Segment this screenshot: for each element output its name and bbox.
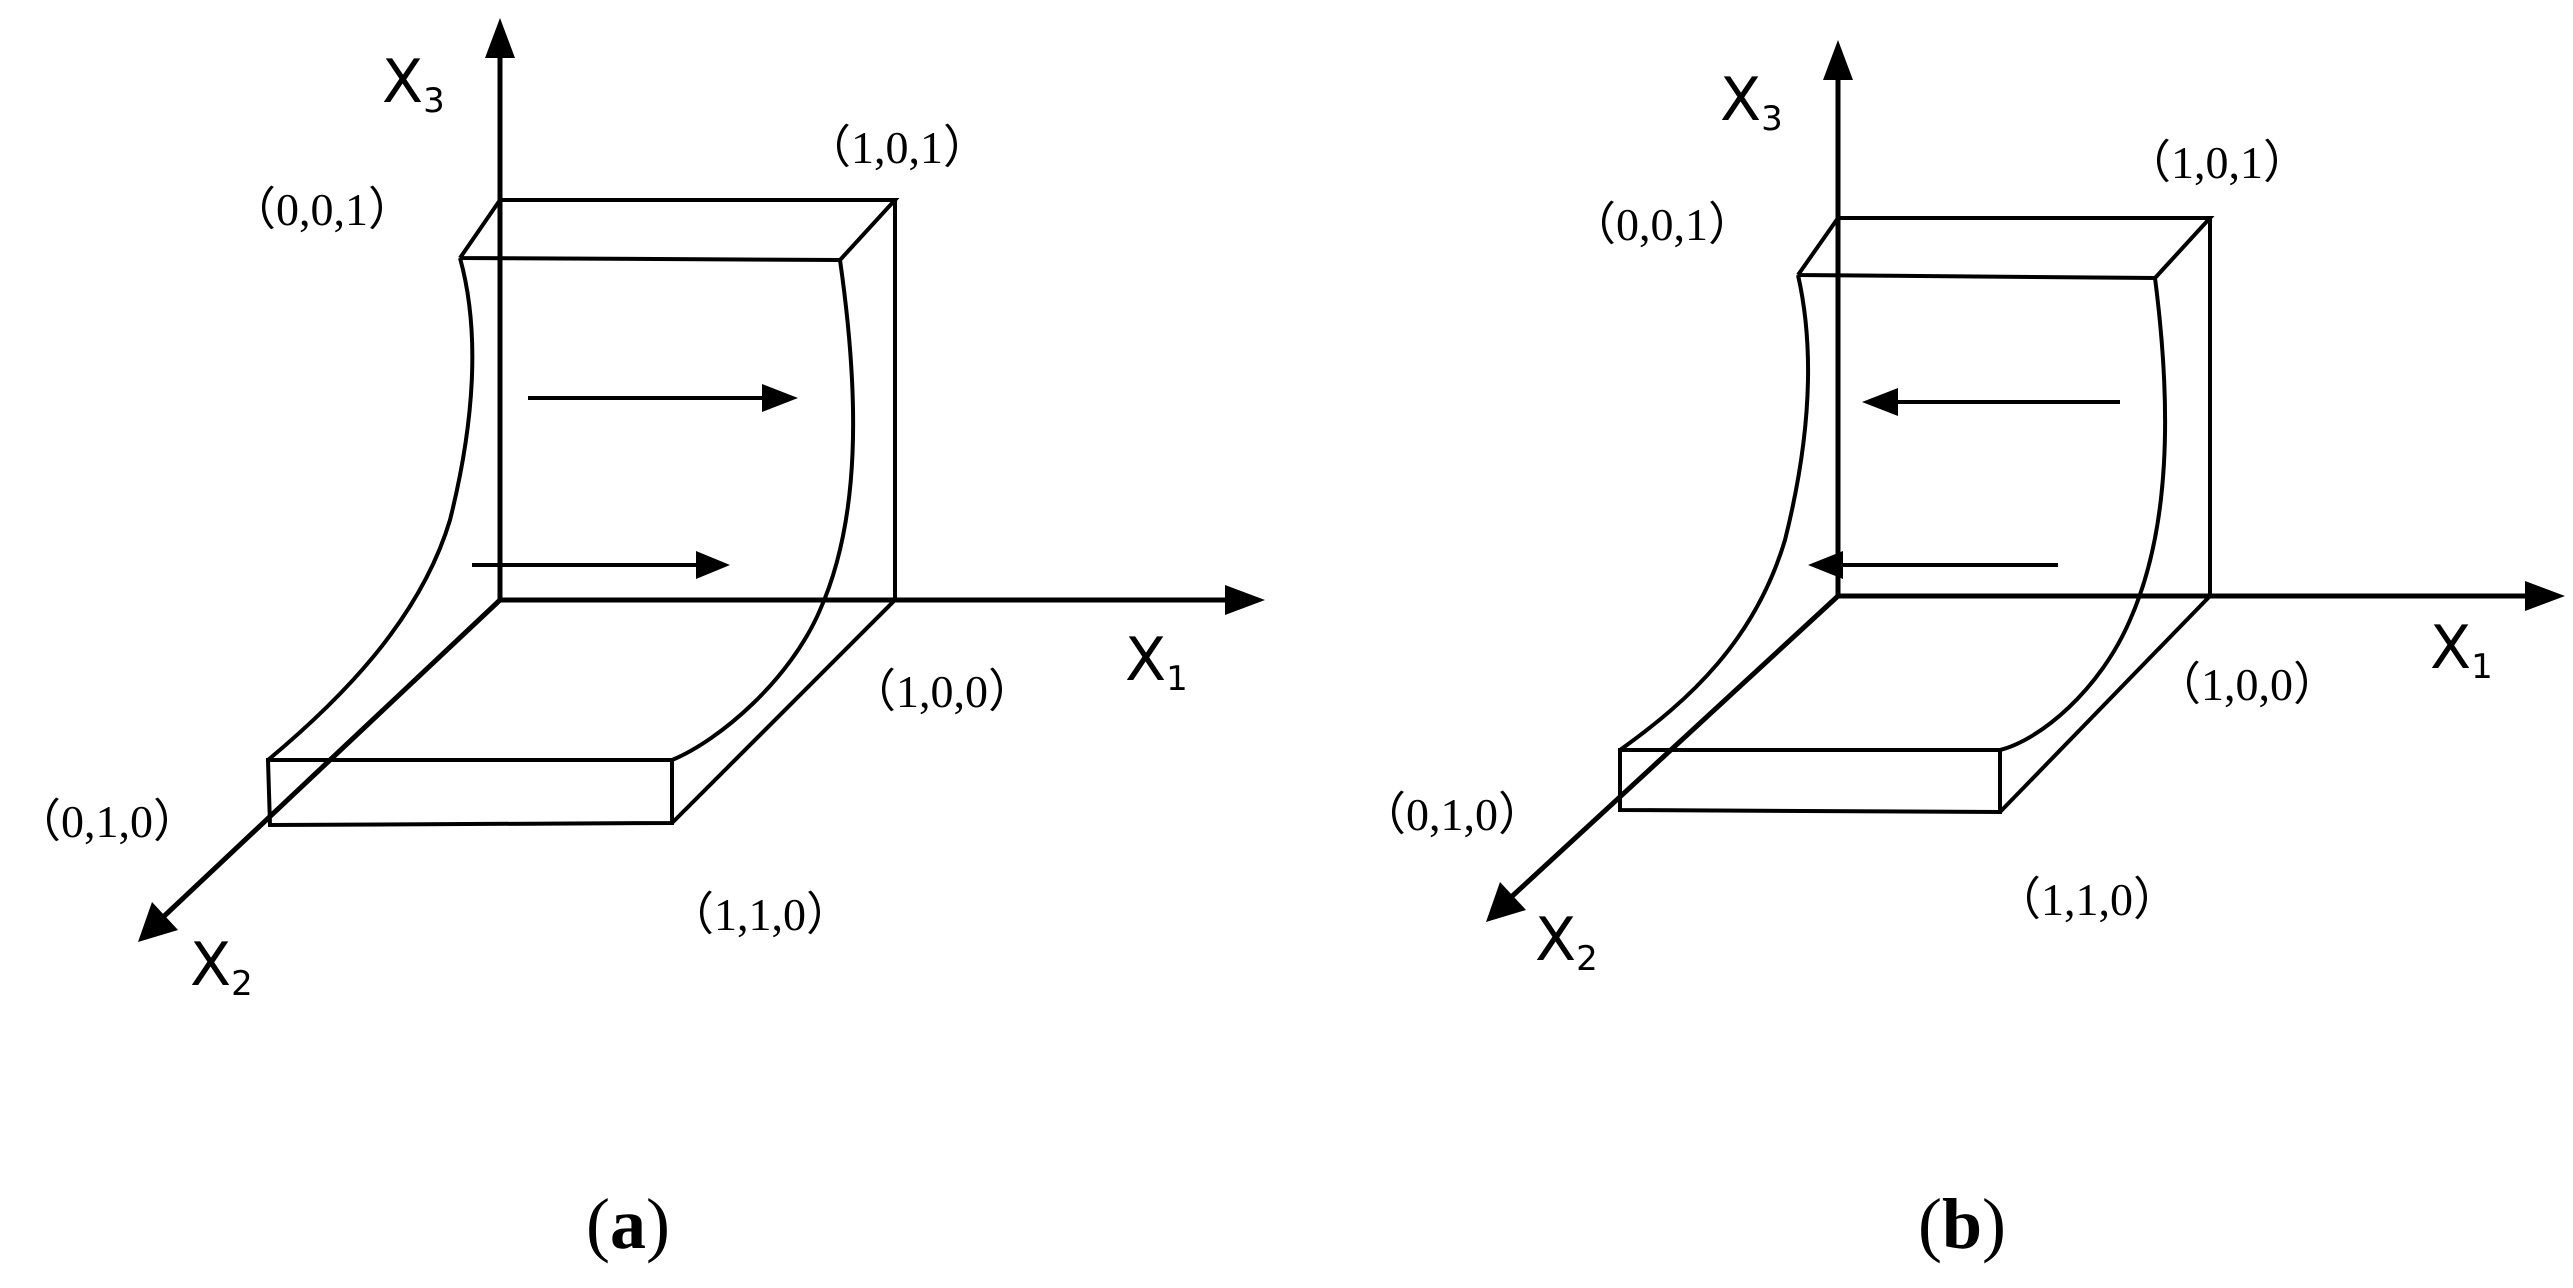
vertex-label-100: （1,0,0） <box>2155 659 2339 710</box>
vertex-label-100: （1,0,0） <box>850 666 1034 717</box>
top-face-edges <box>458 198 900 263</box>
caption-b: (b) <box>1918 1184 2006 1264</box>
top-face-edges <box>1796 216 2215 281</box>
x2-axis-arrowhead <box>1486 882 1526 922</box>
x1-axis-label: X1 <box>1125 625 1188 699</box>
vertex-label-010: （0,1,0） <box>15 796 199 847</box>
panel-b: X3 X1 X2 （0,0,1） （1,0,1） （1,0,0） （0,1,0）… <box>1360 40 2565 1264</box>
slab-front-face <box>265 758 674 828</box>
x2-axis-arrowhead <box>138 902 178 942</box>
vertex-label-010: （0,1,0） <box>1360 789 1544 840</box>
x1-axis-label: X1 <box>2430 613 2493 687</box>
caption-a: (a) <box>586 1184 670 1264</box>
flow-arrow-upper-head <box>1862 388 1898 416</box>
front-right-curve <box>1999 277 2168 752</box>
axes-a <box>138 18 1265 942</box>
flow-arrows-b <box>1808 388 2120 579</box>
front-left-curve <box>266 257 475 762</box>
slab-front-face <box>1618 748 2002 815</box>
axes-b <box>1486 40 2565 922</box>
vertex-label-101: （1,0,1） <box>2125 137 2309 188</box>
slab-back-edge <box>1998 594 2212 814</box>
x2-axis-label: X2 <box>1535 905 1598 979</box>
x3-axis-label: X3 <box>382 47 445 121</box>
vertex-label-110: （1,1,0） <box>668 889 852 940</box>
vertex-label-001: （0,0,1） <box>230 184 414 235</box>
x2-axis-label: X2 <box>190 930 253 1004</box>
block-a <box>265 198 900 828</box>
block-b <box>1618 216 2215 815</box>
front-right-curve <box>671 259 856 762</box>
vertex-label-101: （1,0,1） <box>805 122 989 173</box>
flow-arrow-upper-head <box>762 384 798 412</box>
flow-arrow-lower-head <box>696 551 730 579</box>
panel-a: X3 X1 X2 （0,0,1） （1,0,1） （1,0,0） （0,1,0）… <box>15 18 1265 1264</box>
x1-axis-arrowhead <box>2525 581 2565 611</box>
x3-axis-arrowhead <box>485 18 515 58</box>
flow-arrows-a <box>472 384 798 579</box>
x3-axis-arrowhead <box>1823 40 1853 80</box>
x3-axis-label: X3 <box>1720 65 1783 139</box>
flow-arrow-lower-head <box>1808 551 1843 579</box>
slab-back-edge <box>670 598 897 825</box>
vertex-label-001: （0,0,1） <box>1570 199 1754 250</box>
vertex-label-110: （1,1,0） <box>1995 874 2179 925</box>
x1-axis-arrowhead <box>1225 585 1265 615</box>
front-left-curve <box>1618 274 1810 752</box>
